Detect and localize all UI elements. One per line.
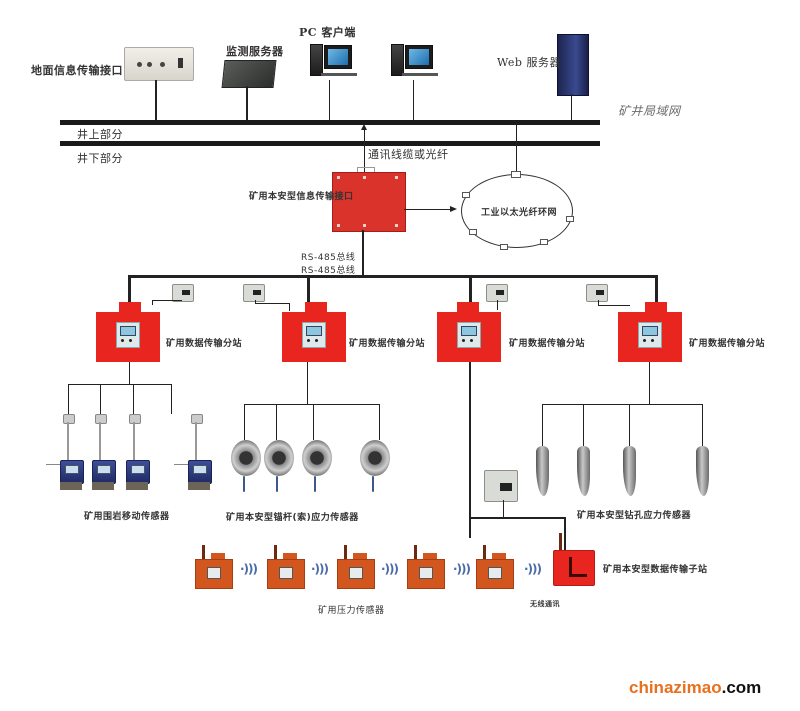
zone-below-label: 井下部分 xyxy=(77,152,123,165)
anchor-stress-sensor xyxy=(360,440,390,476)
wireless-signal-icon: ·))) xyxy=(524,562,542,576)
pressure-sensor-label: 矿用压力传感器 xyxy=(318,606,385,616)
junction-box xyxy=(484,470,518,502)
substation-3-label: 矿用数据传输分站 xyxy=(509,339,586,349)
monitor-server-box xyxy=(221,60,277,88)
junction-box xyxy=(586,284,608,302)
borehole-stress-sensor xyxy=(577,446,590,496)
zone-above-label: 井上部分 xyxy=(77,128,123,141)
anchor-stress-label: 矿用本安型锚杆(索)应力传感器 xyxy=(226,513,359,523)
rs485-bus xyxy=(128,275,657,278)
watermark: chinazimao.com xyxy=(629,678,761,698)
borehole-stress-sensor xyxy=(536,446,549,496)
surface-interface-label: 地面信息传输接口 xyxy=(31,64,123,77)
web-server-tower xyxy=(557,34,589,96)
info-transmission-interface xyxy=(332,172,406,232)
mine-lan-bus xyxy=(60,120,600,125)
data-transmission-sub-station xyxy=(553,550,595,586)
wireless-signal-icon: ·))) xyxy=(311,562,329,576)
junction-box xyxy=(243,284,265,302)
substation-4-label: 矿用数据传输分站 xyxy=(689,339,766,349)
substation-2-label: 矿用数据传输分站 xyxy=(349,339,426,349)
info-interface-label: 矿用本安型信息传输接口 xyxy=(249,192,354,202)
web-server-label: Web 服务器 xyxy=(497,56,561,69)
pc-screen-icon xyxy=(405,45,433,69)
zone-divider-bus xyxy=(60,141,600,146)
wireless-signal-icon: ·))) xyxy=(453,562,471,576)
arrow-right-icon xyxy=(450,206,457,212)
watermark-domain: chinazimao xyxy=(629,678,722,697)
pc-client-label: PC 客户端 xyxy=(299,26,356,39)
wireless-comm-label: 无线通讯 xyxy=(530,600,560,608)
arrow-up-icon xyxy=(361,124,367,130)
sub-station-label: 矿用本安型数据传输子站 xyxy=(603,565,708,575)
uplink-label: 通讯线缆或光纤 xyxy=(368,148,449,161)
surface-interface-box xyxy=(124,47,194,81)
junction-box xyxy=(172,284,194,302)
substation-1-label: 矿用数据传输分站 xyxy=(166,339,243,349)
mine-lan-label: 矿井局域网 xyxy=(618,104,681,118)
pc-screen-icon xyxy=(324,45,352,69)
watermark-tld: .com xyxy=(721,678,762,697)
borehole-stress-sensor xyxy=(623,446,636,496)
borehole-stress-label: 矿用本安型钻孔应力传感器 xyxy=(577,511,692,521)
rs485-label-2: RS-485总线 xyxy=(301,266,356,276)
borehole-stress-sensor xyxy=(696,446,709,496)
rs485-label-1: RS-485总线 xyxy=(301,253,356,263)
anchor-stress-sensor xyxy=(231,440,261,476)
rock-displacement-label: 矿用围岩移动传感器 xyxy=(84,512,170,522)
anchor-stress-sensor xyxy=(302,440,332,476)
monitor-server-label: 监测服务器 xyxy=(226,45,284,58)
wireless-signal-icon: ·))) xyxy=(240,562,258,576)
anchor-stress-sensor xyxy=(264,440,294,476)
ring-network-label: 工业以太光纤环网 xyxy=(481,208,558,218)
wireless-signal-icon: ·))) xyxy=(381,562,399,576)
